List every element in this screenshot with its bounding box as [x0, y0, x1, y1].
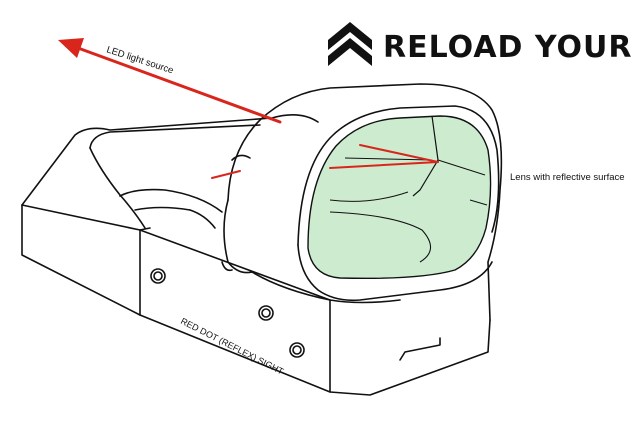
lens-frame — [297, 105, 500, 246]
front-hood — [227, 83, 503, 321]
mounting-screws — [150, 268, 305, 358]
double-chevron-up-icon — [328, 22, 372, 66]
rear-hood — [89, 124, 261, 149]
light-beams — [58, 38, 439, 179]
brand-logo: RELOAD YOUR GEAR — [328, 22, 642, 66]
reflected-beam-lower — [329, 161, 439, 169]
led-beam — [76, 46, 282, 124]
sight-label: RED DOT (REFLEX) SIGHT — [179, 316, 285, 377]
rear-block — [21, 114, 319, 206]
sight-body — [21, 83, 503, 396]
lens — [307, 115, 492, 280]
lens-glass — [307, 115, 492, 280]
rear-beam — [211, 170, 241, 179]
side-plate — [139, 229, 331, 393]
led-arrowhead — [58, 38, 84, 58]
brand-name: RELOAD YOUR GEAR — [383, 30, 642, 65]
lens-label: Lens with reflective surface — [510, 172, 625, 183]
reflected-beam-upper — [359, 144, 439, 163]
